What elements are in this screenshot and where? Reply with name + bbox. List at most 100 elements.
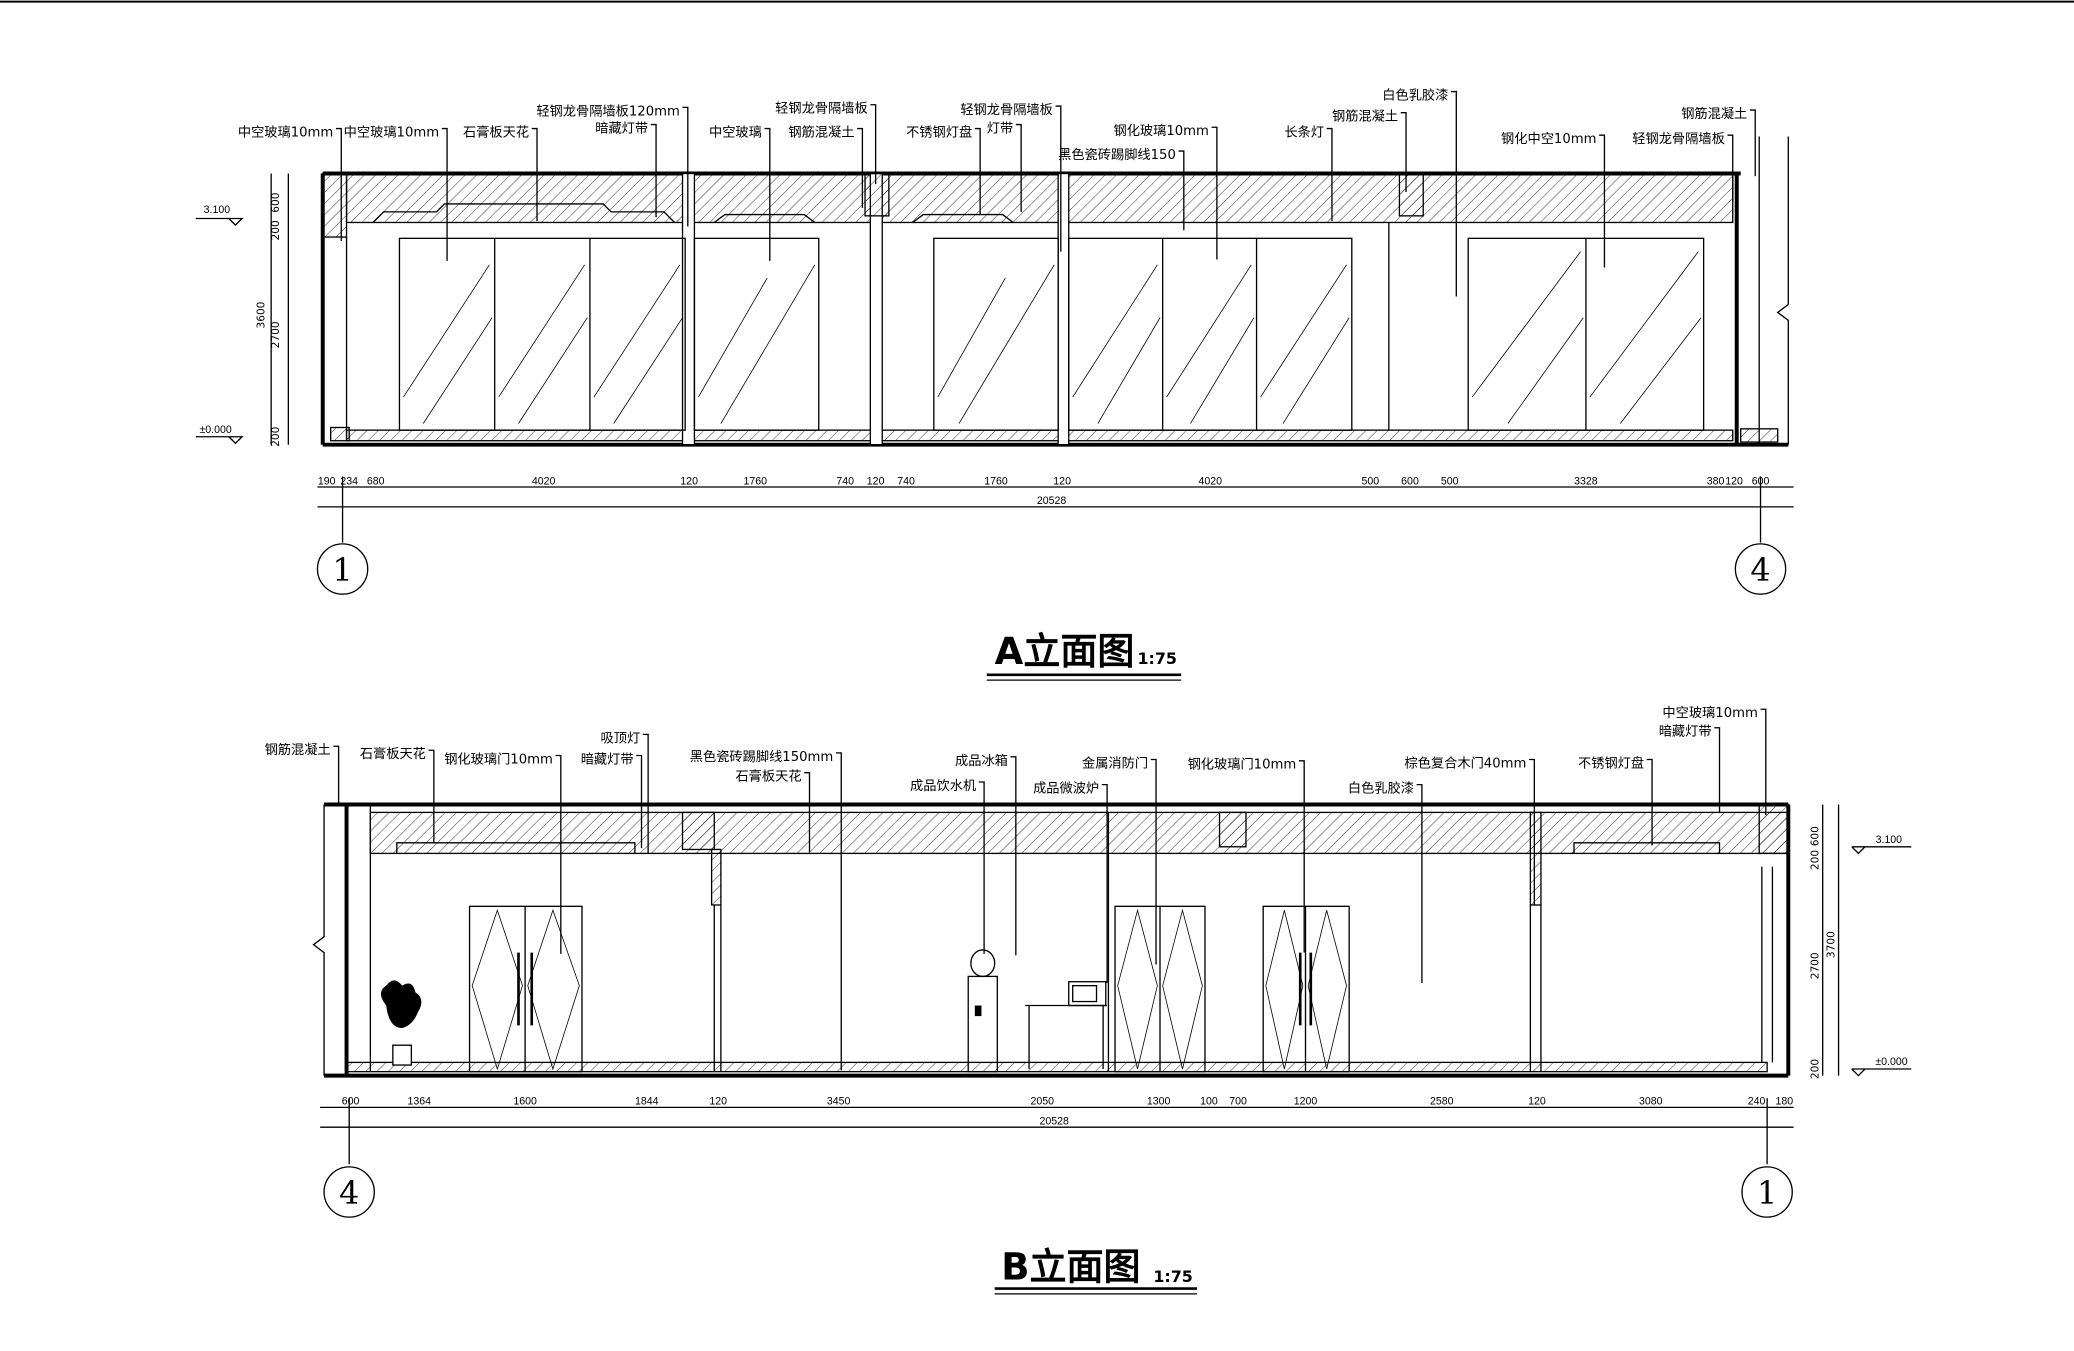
elevation-b-doors	[468, 905, 1350, 1073]
dimension: 120	[709, 1096, 727, 1108]
label: 成品微波炉	[1033, 781, 1099, 797]
drawing-scale: 1:75	[1138, 649, 1177, 668]
dimension: 190	[318, 475, 336, 487]
drawing-title: A立面图	[995, 630, 1135, 673]
label: 不锈钢灯盘	[906, 123, 972, 140]
elevation-a-labels: 中空玻璃10mm 中空玻璃10mm 石膏板天花 轻钢龙骨隔墙板120mm 暗藏灯…	[238, 86, 1747, 163]
elevation-a: 中空玻璃10mm 中空玻璃10mm 石膏板天花 轻钢龙骨隔墙板120mm 暗藏灯…	[195, 86, 1794, 681]
elevation-a-dimensions: 190 234 680 4020 120 1760 740 120 740 17…	[195, 173, 1794, 543]
vdimension: 2700	[270, 321, 282, 348]
level-mark: 3.100	[204, 204, 231, 216]
label: 石膏板天花	[463, 123, 529, 140]
elevation-a-structure	[320, 136, 1789, 447]
vdimension: 200	[1810, 1059, 1822, 1079]
dimension: 1760	[984, 475, 1008, 487]
label: 不锈钢灯盘	[1578, 754, 1644, 771]
dimension: 120	[680, 475, 698, 487]
axis-marker: 1	[332, 553, 352, 589]
label: 轻钢龙骨隔墙板	[960, 102, 1053, 118]
dimension: 700	[1229, 1096, 1247, 1108]
dimension: 740	[897, 475, 915, 487]
dimension: 600	[1401, 475, 1419, 487]
label: 中空玻璃10mm	[1662, 705, 1757, 721]
elevation-b-structure	[312, 802, 1791, 1078]
label: 灯带	[987, 121, 1013, 137]
label: 轻钢龙骨隔墙板	[775, 101, 868, 117]
dimension: 3328	[1574, 475, 1598, 487]
dimension: 600	[1752, 475, 1770, 487]
label: 钢化玻璃10mm	[1113, 123, 1208, 139]
label: 钢筋混凝土	[1681, 105, 1747, 122]
axis-marker: 4	[1750, 553, 1770, 589]
level-mark: ±0.000	[1875, 1056, 1907, 1068]
dimension: 600	[342, 1096, 360, 1108]
dimension: 180	[1775, 1096, 1793, 1108]
label: 白色乳胶漆	[1348, 780, 1414, 797]
label: 黑色瓷砖踢脚线150	[1058, 146, 1176, 163]
water-dispenser-icon	[967, 949, 998, 1073]
dimension: 1364	[408, 1096, 432, 1108]
label: 钢筋混凝土	[265, 741, 331, 758]
level-mark: ±0.000	[199, 424, 231, 436]
dimension: 1844	[635, 1096, 659, 1108]
dimension: 2050	[1031, 1096, 1055, 1108]
label: 长条灯	[1284, 123, 1324, 140]
label: 棕色复合木门40mm	[1405, 754, 1527, 771]
dimension: 3450	[827, 1096, 851, 1108]
label: 金属消防门	[1082, 755, 1148, 771]
axis-markers-b: 4 1	[323, 1166, 1793, 1218]
dimension: 740	[836, 475, 854, 487]
dimension: 500	[1361, 475, 1379, 487]
label: 钢化玻璃门10mm	[444, 751, 553, 767]
dimension: 380	[1707, 475, 1725, 487]
elevation-b-leaders	[333, 708, 1767, 1071]
label: 暗藏灯带	[581, 751, 634, 767]
label: 吸顶灯	[601, 730, 641, 746]
elevation-a-windows	[398, 237, 1705, 431]
vdimension: 200	[1810, 850, 1822, 870]
label: 中空玻璃10mm	[238, 124, 333, 140]
dimension: 1760	[743, 475, 767, 487]
dimension: 1600	[513, 1096, 537, 1108]
dimension: 120	[1053, 475, 1071, 487]
total-dimension: 20528	[1037, 495, 1067, 507]
microwave-icon	[1025, 981, 1108, 1070]
label: 暗藏灯带	[595, 121, 648, 137]
label: 钢化玻璃门10mm	[1188, 757, 1297, 773]
dimension: 2580	[1430, 1096, 1454, 1108]
level-mark: 3.100	[1876, 834, 1903, 846]
plant-icon	[380, 980, 422, 1066]
dimension: 120	[1528, 1096, 1546, 1108]
label: 黑色瓷砖踢脚线150mm	[690, 748, 834, 765]
dimension: 234	[340, 475, 358, 487]
vdimension: 200	[270, 426, 282, 446]
label: 成品饮水机	[910, 778, 976, 794]
elevation-b-dimensions: 600 1364 1600 1844 120 3450 2050 1300 10…	[320, 804, 1912, 1165]
dimension: 4020	[532, 475, 556, 487]
label: 轻钢龙骨隔墙板	[1632, 131, 1725, 147]
drawing-scale: 1:75	[1153, 1267, 1192, 1286]
label: 白色乳胶漆	[1382, 86, 1448, 103]
elevation-a-leaders	[335, 90, 1756, 297]
dimension: 500	[1441, 475, 1459, 487]
elevation-b-furniture	[380, 949, 1108, 1073]
dimension: 3080	[1639, 1096, 1663, 1108]
dimension: 4020	[1199, 475, 1223, 487]
dimension: 240	[1748, 1096, 1766, 1108]
dimension: 100	[1200, 1096, 1218, 1108]
axis-markers-a: 1 4	[316, 543, 1787, 595]
label: 钢筋混凝土	[1332, 108, 1398, 125]
elevation-b-labels: 钢筋混凝土 石膏板天花 钢化玻璃门10mm 吸顶灯 暗藏灯带 黑色瓷砖踢脚线15…	[265, 705, 1758, 796]
label: 轻钢龙骨隔墙板120mm	[536, 103, 680, 119]
dimension: 120	[867, 475, 885, 487]
label: 中空玻璃	[709, 124, 762, 140]
label: 成品冰箱	[955, 753, 1008, 769]
axis-marker: 4	[339, 1176, 359, 1212]
drawing-title: B立面图	[1001, 1245, 1140, 1288]
dimension: 1200	[1294, 1096, 1318, 1108]
dimension: 680	[367, 475, 385, 487]
vdimension: 2700	[1810, 952, 1822, 979]
vdimension: 600	[1810, 826, 1822, 846]
label: 钢筋混凝土	[788, 123, 854, 140]
